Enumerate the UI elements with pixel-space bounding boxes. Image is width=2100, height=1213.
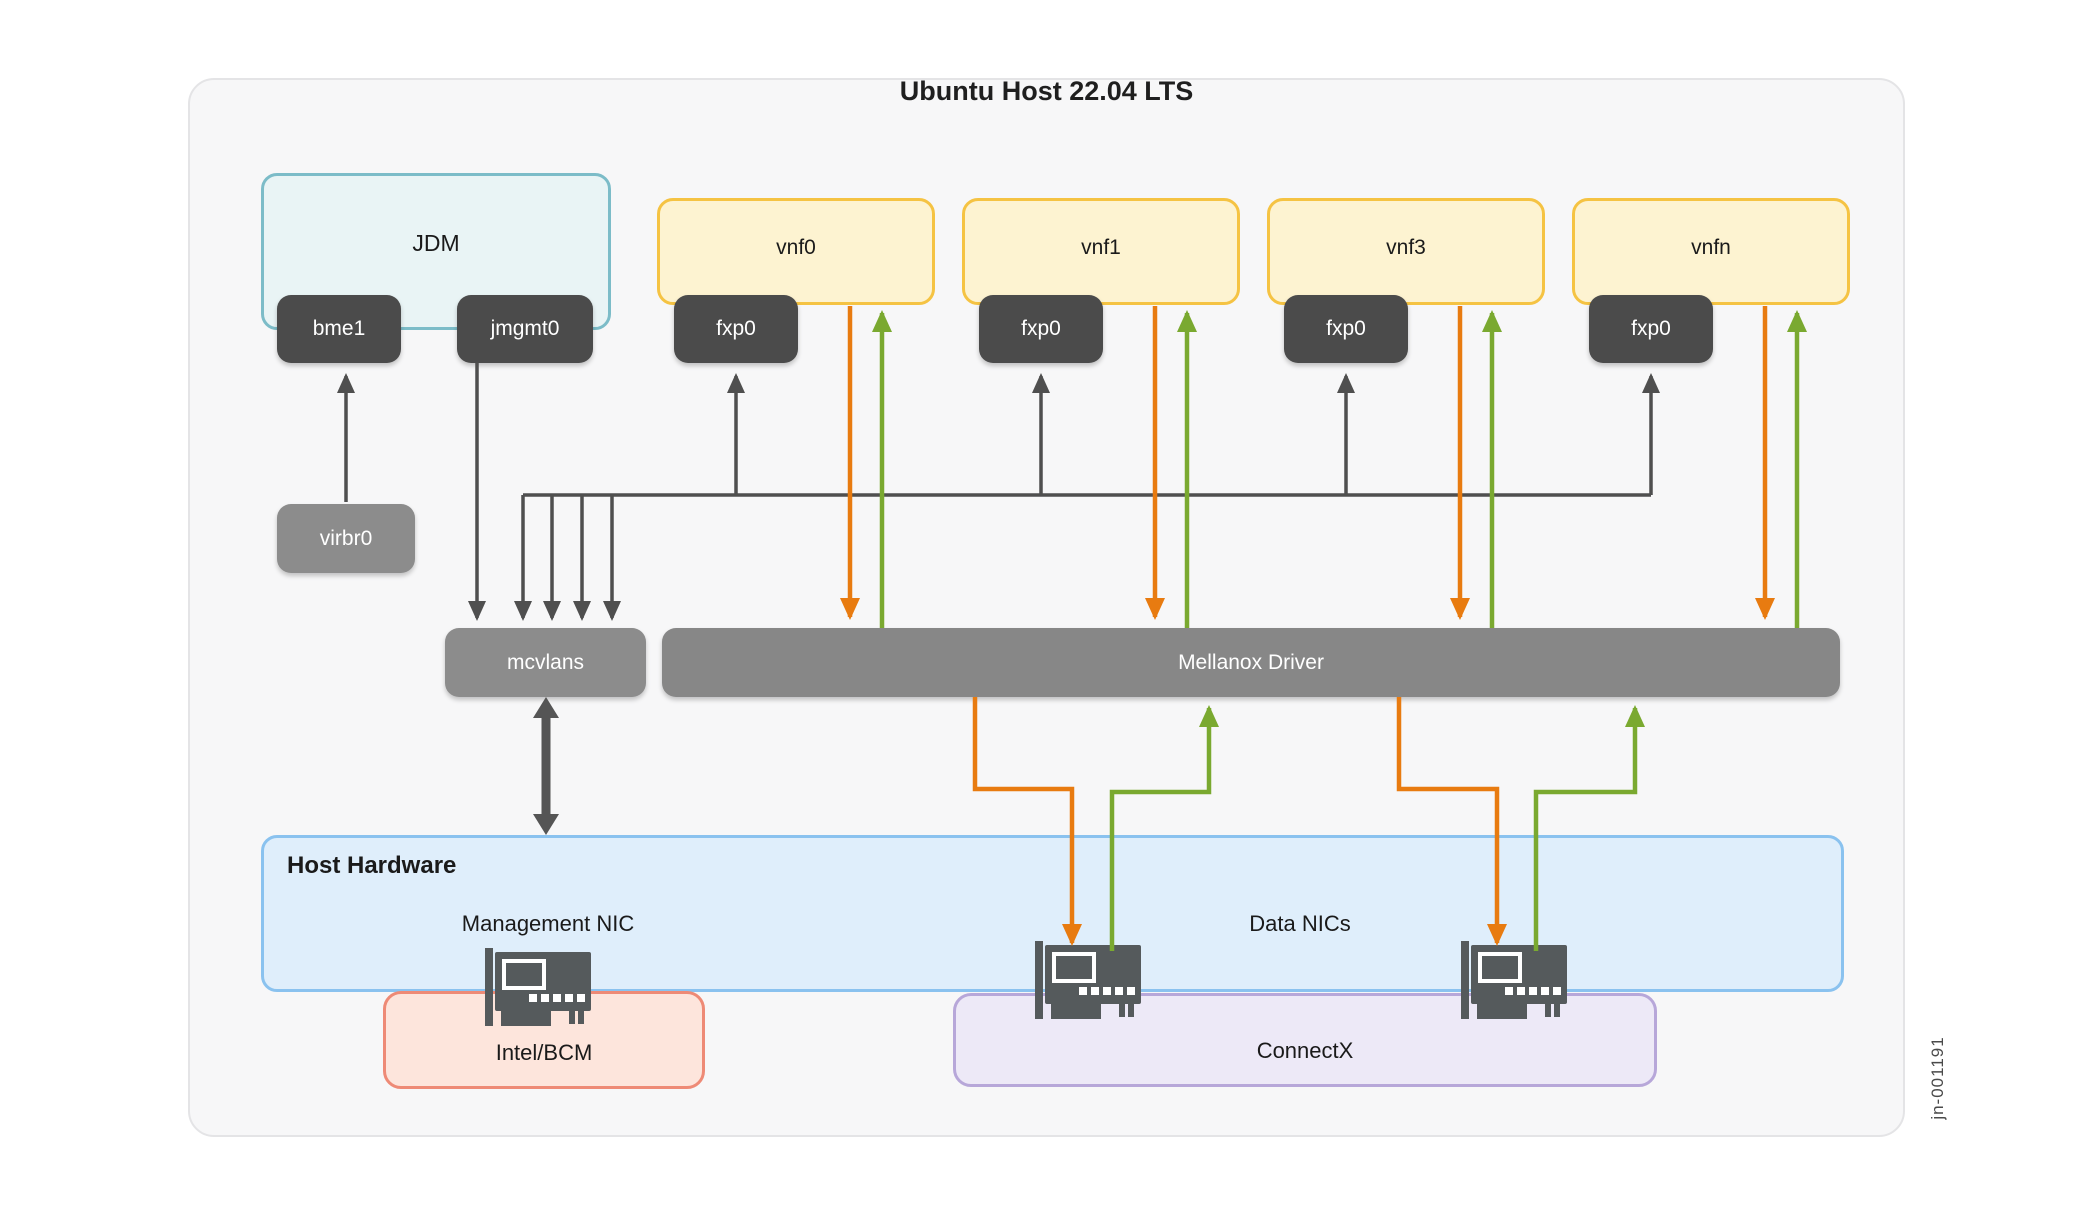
intel-bcm-label: Intel/BCM <box>495 1040 593 1065</box>
host-hardware-label: Host Hardware <box>287 852 457 879</box>
vnf-label-0: vnf0 <box>776 236 816 259</box>
nic-card-icon <box>1035 941 1141 1019</box>
vnf-box-1 <box>962 198 1240 305</box>
port-badge-fxp0-3: fxp0 <box>1589 295 1713 363</box>
virbr0-badge: virbr0 <box>277 504 415 573</box>
diagram-title: Ubuntu Host 22.04 LTS <box>899 76 1194 106</box>
vnf-label-1: vnf1 <box>1081 236 1121 259</box>
connectx-label: ConnectX <box>1256 1038 1354 1063</box>
port-badge-fxp0-2: fxp0 <box>1284 295 1408 363</box>
port-badge-jmgmt0: jmgmt0 <box>457 295 593 363</box>
jdm-label: JDM <box>412 230 460 256</box>
nic-card-icon <box>485 948 591 1026</box>
port-badge-fxp0-1: fxp0 <box>979 295 1103 363</box>
figure-id: jn-001191 <box>1928 1036 1947 1120</box>
vnf-label-2: vnf3 <box>1386 236 1426 259</box>
port-badge-fxp0-0: fxp0 <box>674 295 798 363</box>
mellanox-driver-bar: Mellanox Driver <box>662 628 1840 697</box>
port-badge-bme1: bme1 <box>277 295 401 363</box>
management-nic-label: Management NIC <box>461 911 635 936</box>
nic-card-icon <box>1461 941 1567 1019</box>
vnf-label-3: vnfn <box>1691 236 1731 259</box>
data-nics-label: Data NICs <box>1249 911 1351 936</box>
mcvlans-badge: mcvlans <box>445 628 646 697</box>
